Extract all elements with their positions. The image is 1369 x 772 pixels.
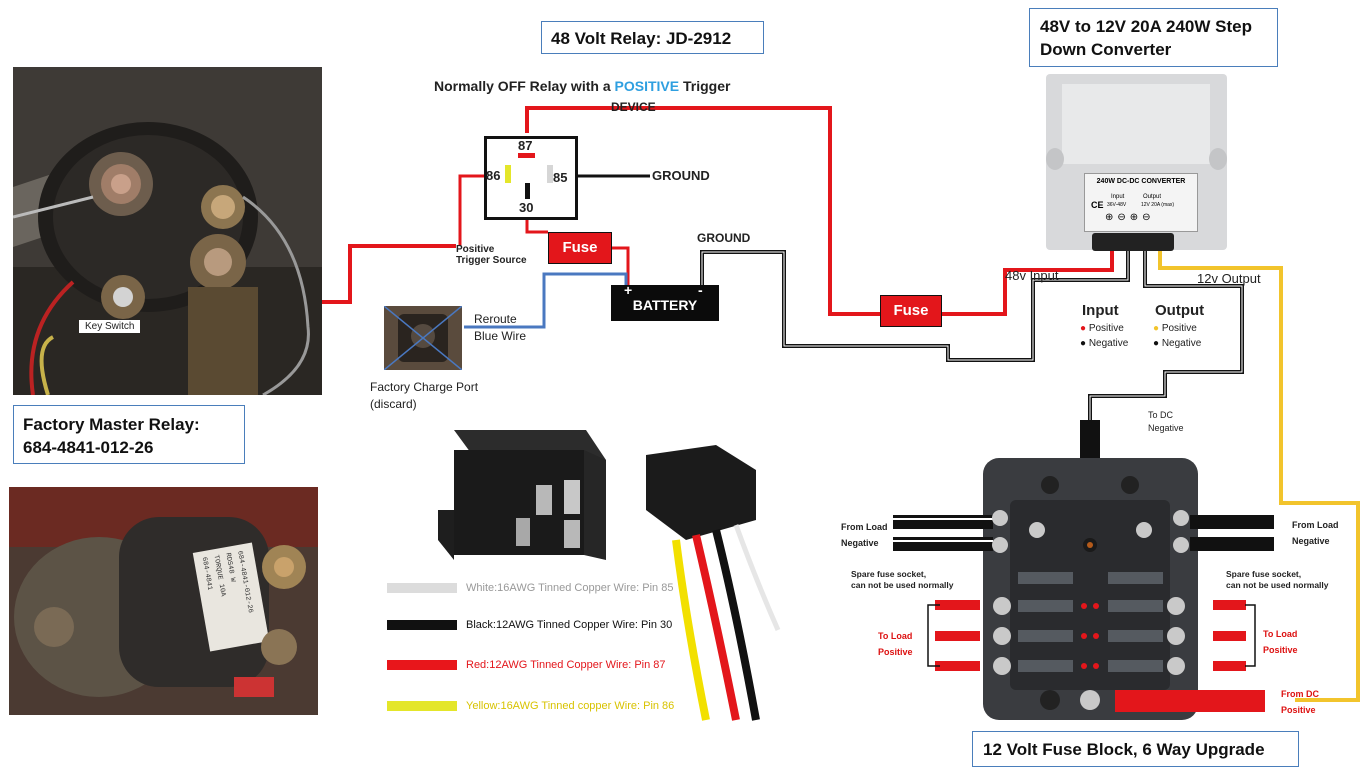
fuse-block-title: 12 Volt Fuse Block, 6 Way Upgrade: [983, 740, 1265, 759]
output-wire-label: 12v Output: [1197, 271, 1261, 286]
relay-harness-photo: [386, 420, 786, 728]
from-load-right: From Load Negative: [1292, 520, 1339, 546]
output-negative-wire-inner: [1089, 250, 1243, 425]
to-load-left: To Load Positive: [878, 631, 913, 657]
to-dc-negative-label: To DC Negative: [1148, 410, 1184, 433]
master-relay-title-line1: Factory Master Relay:: [23, 415, 200, 434]
relay-harness-art: [438, 430, 781, 721]
pin-30-marker: [525, 183, 530, 199]
converter-ce: CE: [1091, 200, 1104, 210]
legend-output-positive: ● Positive: [1153, 323, 1197, 334]
master-relay-title-line2: 684-4841-012-26: [23, 438, 154, 457]
wire-legend-swatch-white: [387, 583, 457, 593]
to-load-right: To Load Positive: [1263, 629, 1298, 655]
relay-heading-highlight: POSITIVE: [614, 78, 680, 94]
battery-plus: +: [624, 282, 633, 298]
battery-minus: -: [698, 282, 703, 298]
converter-tab-left: [1046, 148, 1064, 170]
legend-input-title: Input: [1082, 302, 1119, 319]
ground-label-relay: GROUND: [652, 168, 710, 183]
input-wire-label: 48v Input: [1005, 268, 1059, 283]
wire-legend-yellow: Yellow:16AWG Tinned copper Wire: Pin 86: [466, 700, 675, 712]
legend-output-negative: ● Negative: [1153, 338, 1202, 349]
output-positive-wire: [1158, 250, 1360, 702]
master-relay-photo-art: 684-4841-012-26 RDS48 W TORQUE 10A 684-4…: [9, 487, 318, 715]
charge-port-photo: [384, 306, 462, 370]
from-load-left: From Load Negative: [841, 522, 888, 548]
legend-input-positive: ● Positive: [1080, 323, 1124, 334]
converter-title-line2: Down Converter: [1040, 40, 1172, 59]
relay-photo-art: [13, 67, 322, 395]
converter-input-wire: [942, 250, 1114, 316]
wire-legend-red: Red:12AWG Tinned Copper Wire: Pin 87: [466, 659, 666, 671]
converter-output-val: 12V 20A (max): [1141, 202, 1175, 208]
charge-port-art: [384, 306, 462, 370]
pin-87-marker: [518, 153, 535, 158]
relay-photo: Key Switch: [13, 67, 322, 395]
pin-86-label: 86: [486, 168, 501, 183]
from-dc-positive: From DC Positive: [1281, 689, 1319, 715]
ground-label-battery: GROUND: [697, 231, 751, 245]
spare-socket-right: Spare fuse socket, can not be used norma…: [1226, 569, 1329, 590]
wire-legend-swatch-yellow: [387, 701, 457, 711]
negative-lead-boot: [1080, 420, 1100, 464]
fuse-relay: Fuse: [548, 232, 612, 264]
converter-title-line1: 48V to 12V 20A 240W Step: [1040, 17, 1252, 36]
relay-86-wire: [458, 174, 484, 246]
converter-plate-title: 240W DC-DC CONVERTER: [1096, 178, 1186, 185]
wire-legend-white: White:16AWG Tinned Copper Wire: Pin 85: [466, 582, 674, 594]
converter-top: [1062, 84, 1210, 164]
fuse-block-title-box: 12 Volt Fuse Block, 6 Way Upgrade: [972, 731, 1299, 767]
pin-87-label: 87: [518, 138, 533, 153]
spare-socket-left: Spare fuse socket, can not be used norma…: [851, 569, 954, 590]
converter-terminals: ⊕⊖⊕⊖: [1105, 212, 1155, 223]
reroute-label: Reroute Blue Wire: [474, 312, 527, 343]
legend-input-negative: ● Negative: [1080, 338, 1129, 349]
relay-title-box: 48 Volt Relay: JD-2912: [541, 21, 764, 54]
pin-86-marker: [505, 165, 511, 183]
blue-reroute-wire: [464, 272, 628, 329]
trigger-source-label: Positive Trigger Source: [456, 244, 527, 266]
pin-85-label: 85: [553, 170, 568, 185]
charge-port-label: Factory Charge Port (discard): [370, 380, 479, 411]
legend-output-title: Output: [1155, 302, 1205, 319]
pin-30-label: 30: [519, 200, 534, 215]
converter-base: [1092, 233, 1174, 251]
key-switch-label: Key Switch: [79, 320, 141, 333]
master-relay-title-box: Factory Master Relay: 684-4841-012-26: [13, 405, 245, 464]
battery: BATTERY: [611, 285, 719, 321]
pin-85-marker: [547, 165, 553, 183]
relay-body: [484, 136, 578, 220]
relay-title: 48 Volt Relay: JD-2912: [551, 29, 732, 48]
device-wire: [525, 106, 880, 316]
wire-legend-black: Black:12AWG Tinned Copper Wire: Pin 30: [466, 619, 673, 631]
converter-title-box: 48V to 12V 20A 240W Step Down Converter: [1029, 8, 1278, 67]
battery-pos-wire: [612, 246, 630, 285]
wire-legend-swatch-black: [387, 620, 457, 630]
device-label: DEVICE: [611, 100, 656, 114]
converter-output-head: Output: [1143, 194, 1162, 200]
converter-input-head: Input: [1111, 194, 1125, 200]
relay-heading: Normally OFF Relay with a POSITIVE Trigg…: [434, 78, 731, 94]
converter-tab-right: [1209, 148, 1227, 170]
master-relay-photo: 684-4841-012-26 RDS48 W TORQUE 10A 684-4…: [9, 487, 318, 715]
wire-legend-swatch-red: [387, 660, 457, 670]
fuse-converter: Fuse: [880, 295, 942, 327]
battery-ground-wire-inner: [701, 250, 1129, 361]
converter-label-plate: 240W DC-DC CONVERTER CE Input 36V-48V Ou…: [1084, 173, 1198, 232]
converter-input-val: 36V-48V: [1107, 202, 1127, 208]
fuse-block-inner: [1010, 500, 1170, 690]
